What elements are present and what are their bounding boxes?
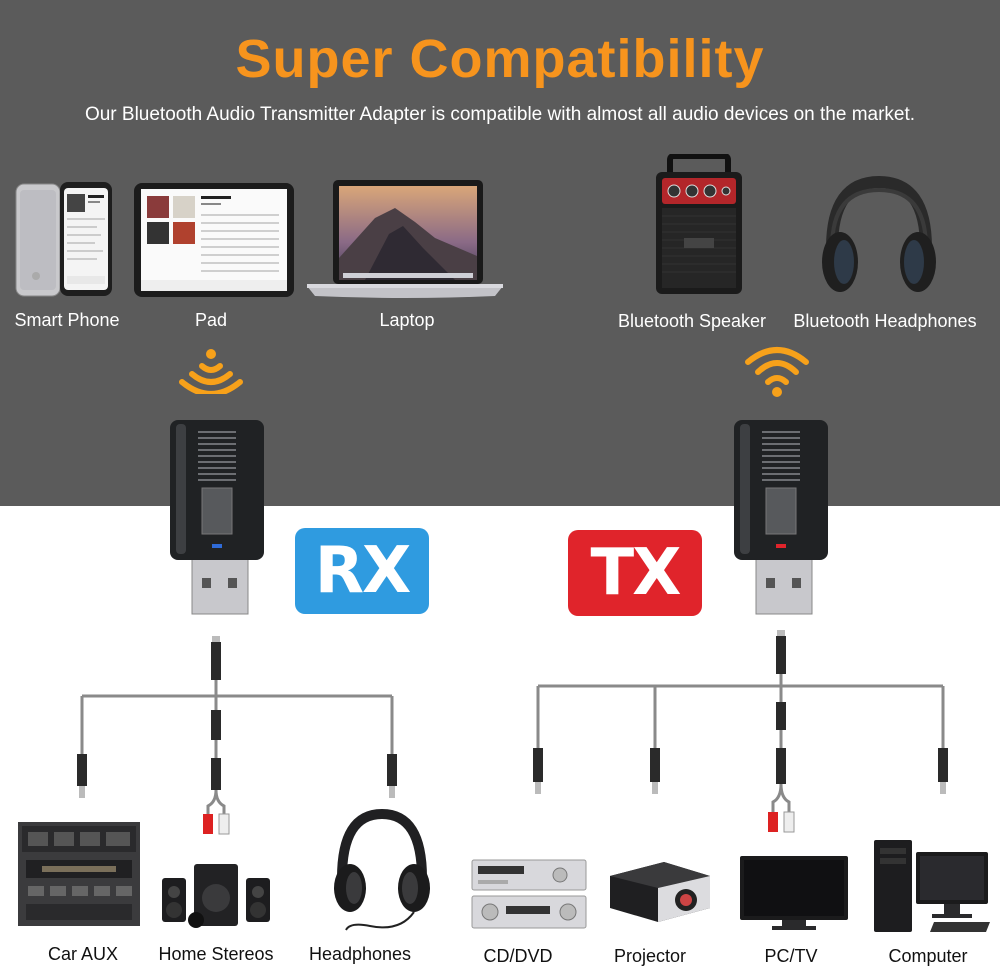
output-label-headphones: Headphones xyxy=(308,944,412,964)
wired-headphones-icon xyxy=(330,808,434,932)
tx-mode-badge: TX xyxy=(568,530,702,616)
input-label-computer: Computer xyxy=(888,946,968,966)
cable-diagram xyxy=(0,630,1000,850)
page-title: Super Compatibility xyxy=(235,29,765,89)
input-label-cd-dvd: CD/DVD xyxy=(483,946,553,966)
device-label-bluetooth-speaker: Bluetooth Speaker xyxy=(617,311,767,331)
wireless-signal-icon xyxy=(178,344,244,394)
tablet-icon xyxy=(133,182,295,298)
bluetooth-adapter-tx xyxy=(732,418,832,618)
input-label-projector: Projector xyxy=(613,946,687,966)
tv-icon xyxy=(738,854,850,932)
cd-player-icon xyxy=(470,858,588,930)
headphones-icon xyxy=(818,176,940,298)
tx-mode-label: TX xyxy=(590,536,682,610)
rx-mode-label: RX xyxy=(314,534,412,608)
home-stereo-icon xyxy=(158,862,274,928)
output-label-car-aux: Car AUX xyxy=(47,944,119,964)
device-label-smart-phone: Smart Phone xyxy=(14,310,120,330)
speaker-icon xyxy=(654,154,744,296)
output-label-home-stereos: Home Stereos xyxy=(158,944,274,964)
bluetooth-adapter-rx xyxy=(168,418,268,618)
input-label-pc-tv: PC/TV xyxy=(764,946,818,966)
device-label-laptop: Laptop xyxy=(379,310,435,330)
wireless-signal-icon xyxy=(744,342,810,398)
laptop-icon xyxy=(305,178,505,300)
rx-mode-badge: RX xyxy=(295,528,429,614)
computer-icon xyxy=(872,838,994,936)
smartphone-icon xyxy=(14,180,114,298)
device-label-pad: Pad xyxy=(194,310,228,330)
car-dashboard-icon xyxy=(18,822,140,926)
projector-icon xyxy=(604,856,714,928)
page-subtitle: Our Bluetooth Audio Transmitter Adapter … xyxy=(84,104,916,125)
device-label-bluetooth-headphones: Bluetooth Headphones xyxy=(793,311,977,331)
